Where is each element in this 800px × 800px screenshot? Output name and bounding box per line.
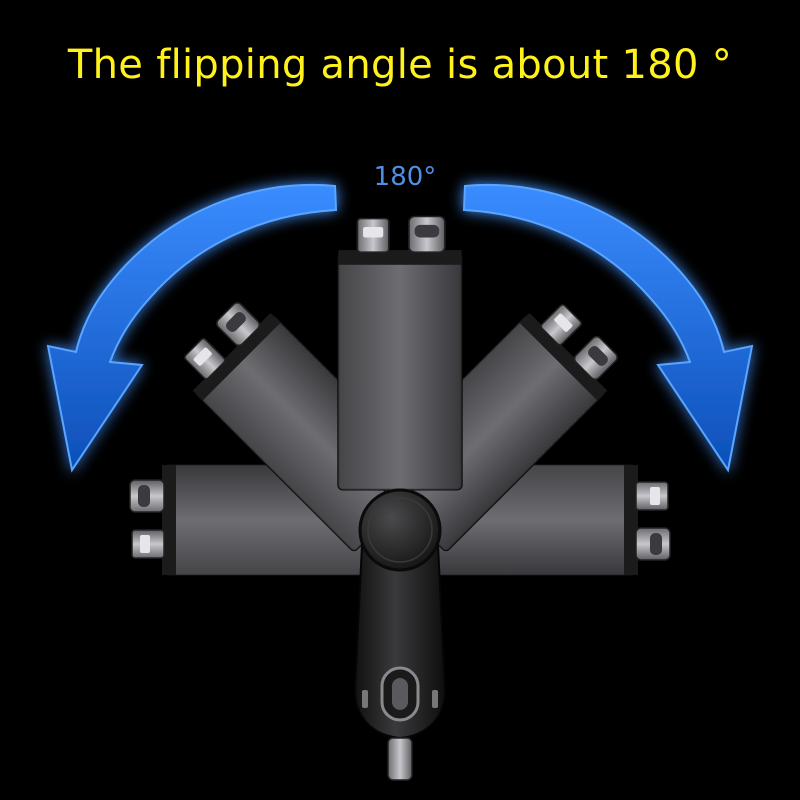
curved-arrow-right-icon: [462, 184, 754, 473]
angle-label: 180°: [373, 162, 437, 192]
curved-arrow-left-icon: [46, 184, 338, 473]
charger-head-upright: [337, 215, 463, 491]
car-plug-stem: [353, 544, 447, 781]
pivot-joint: [358, 488, 442, 572]
headline: The flipping angle is about 180 °: [67, 42, 733, 88]
